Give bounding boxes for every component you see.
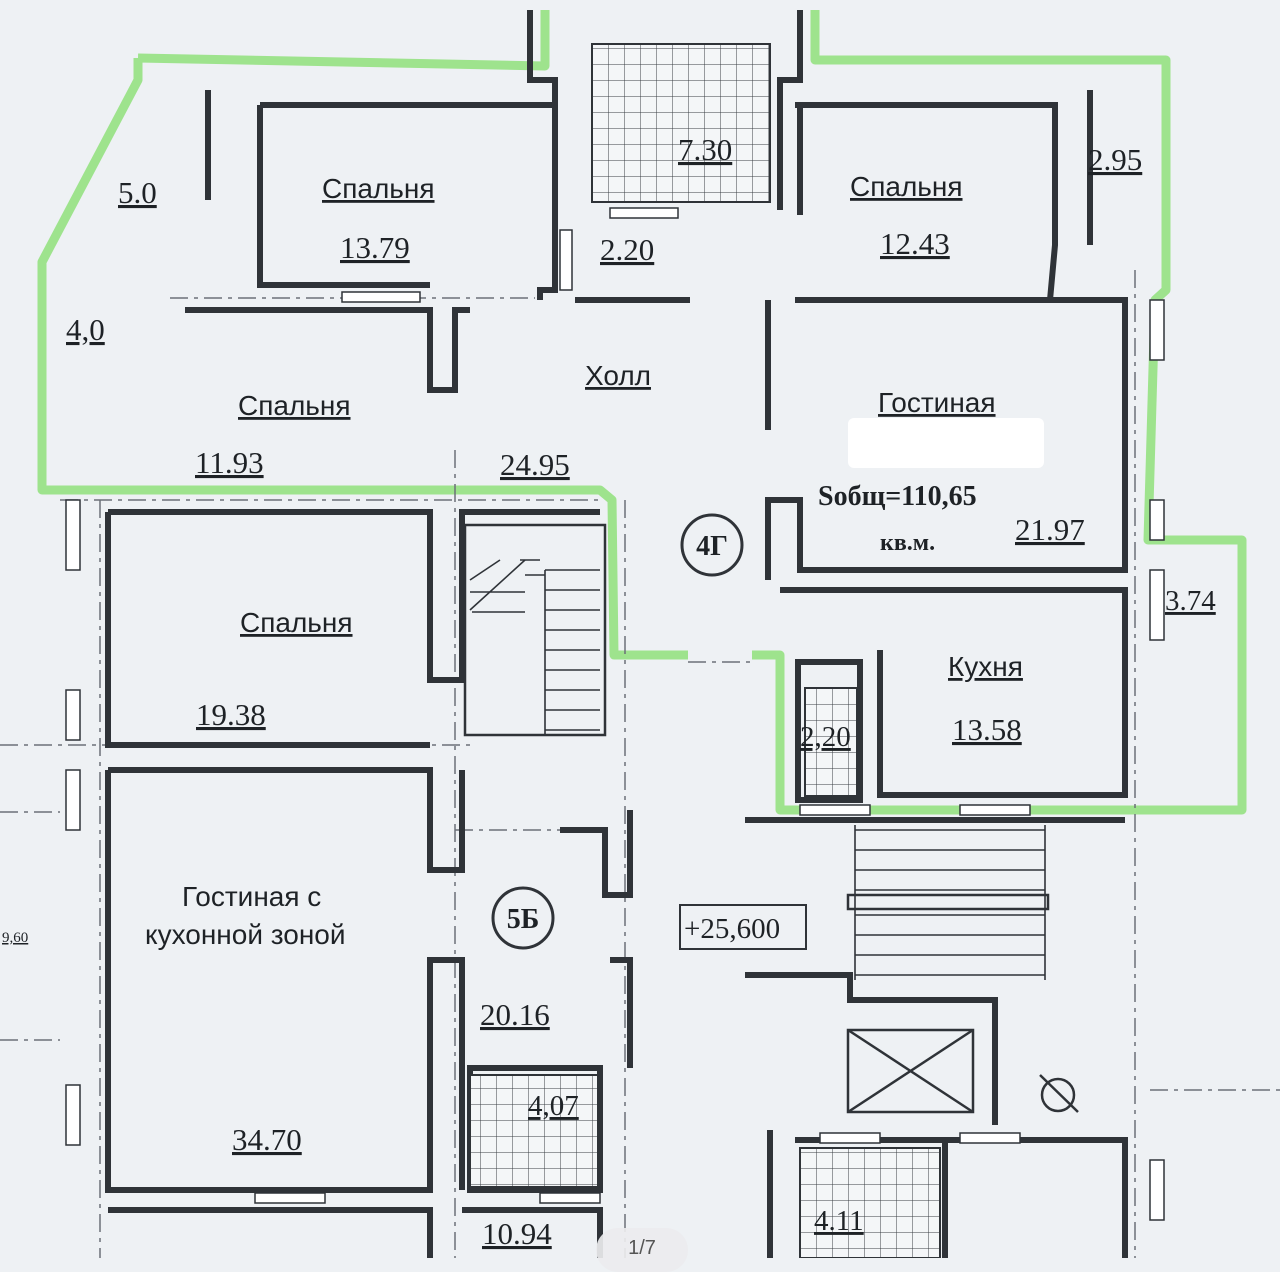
- area-living: 21.97: [1015, 512, 1085, 547]
- elevation-mark: +25,600: [684, 913, 780, 945]
- apartment-5b-label: 5Б: [507, 904, 540, 935]
- label-bedroom-4: Спальня: [240, 607, 353, 638]
- area-bath-top: 2.20: [600, 232, 654, 267]
- area-bath-5b: 4,07: [528, 1090, 579, 1122]
- apartment-4g-label: 4Г: [696, 531, 728, 562]
- elevation-box: [679, 904, 807, 950]
- elevator-shaft: [846, 1028, 1079, 1114]
- area-bottom-mid: 10.94: [482, 1216, 552, 1251]
- label-kitchen: Кухня: [948, 651, 1023, 682]
- tiled-elevator-hall: [591, 43, 771, 203]
- image-pager[interactable]: 1/7: [596, 1228, 688, 1272]
- area-corridor-5b: 20.16: [480, 997, 550, 1032]
- label-bedroom-3: Спальня: [238, 390, 351, 421]
- area-elevator-hall-top: 7.30: [678, 132, 732, 167]
- label-hall: Холл: [585, 360, 651, 391]
- area-bedroom-4: 19.38: [196, 697, 266, 732]
- area-bath-kitchen: 2,20: [800, 721, 851, 753]
- total-area: Sобщ=110,65: [818, 481, 977, 512]
- area-bottom-right: 4.11: [814, 1205, 864, 1237]
- area-bedroom-3: 11.93: [195, 445, 264, 480]
- area-bedroom-1: 13.79: [340, 230, 410, 265]
- label-living-kitchen-line1: Гостиная с: [182, 881, 321, 912]
- area-balcony-right: 3.74: [1165, 585, 1216, 617]
- area-balcony-top-right: 2.95: [1088, 142, 1142, 177]
- label-bedroom-2: Спальня: [850, 171, 963, 202]
- walls: [105, 10, 1128, 1258]
- tiled-bath-bottom: [799, 1147, 941, 1258]
- tiled-bath-kitchen: [804, 687, 858, 797]
- apartment-4g-marker: [680, 513, 744, 577]
- tiled-bath-5b: [469, 1074, 599, 1188]
- label-living: Гостиная: [878, 387, 996, 418]
- apartment-outline: [37, 10, 1247, 815]
- area-hall: 24.95: [500, 447, 570, 482]
- area-storage-top-left: 5.0: [118, 175, 157, 210]
- windows: [65, 207, 1165, 1221]
- total-area-unit: кв.м.: [880, 530, 935, 556]
- area-bedroom-2: 12.43: [880, 226, 950, 261]
- area-kitchen: 13.58: [952, 712, 1022, 747]
- left-edge-mark: 9,60: [2, 930, 28, 946]
- apartment-5b-marker: [491, 886, 555, 950]
- area-living-kitchen: 34.70: [232, 1122, 302, 1157]
- label-bedroom-1: Спальня: [322, 173, 435, 204]
- main-staircase: [846, 825, 1050, 980]
- stairwell: [463, 523, 607, 737]
- area-storage-left: 4,0: [66, 312, 105, 347]
- redaction-box: [848, 418, 1044, 468]
- label-living-kitchen-line2: кухонной зоной: [145, 919, 346, 950]
